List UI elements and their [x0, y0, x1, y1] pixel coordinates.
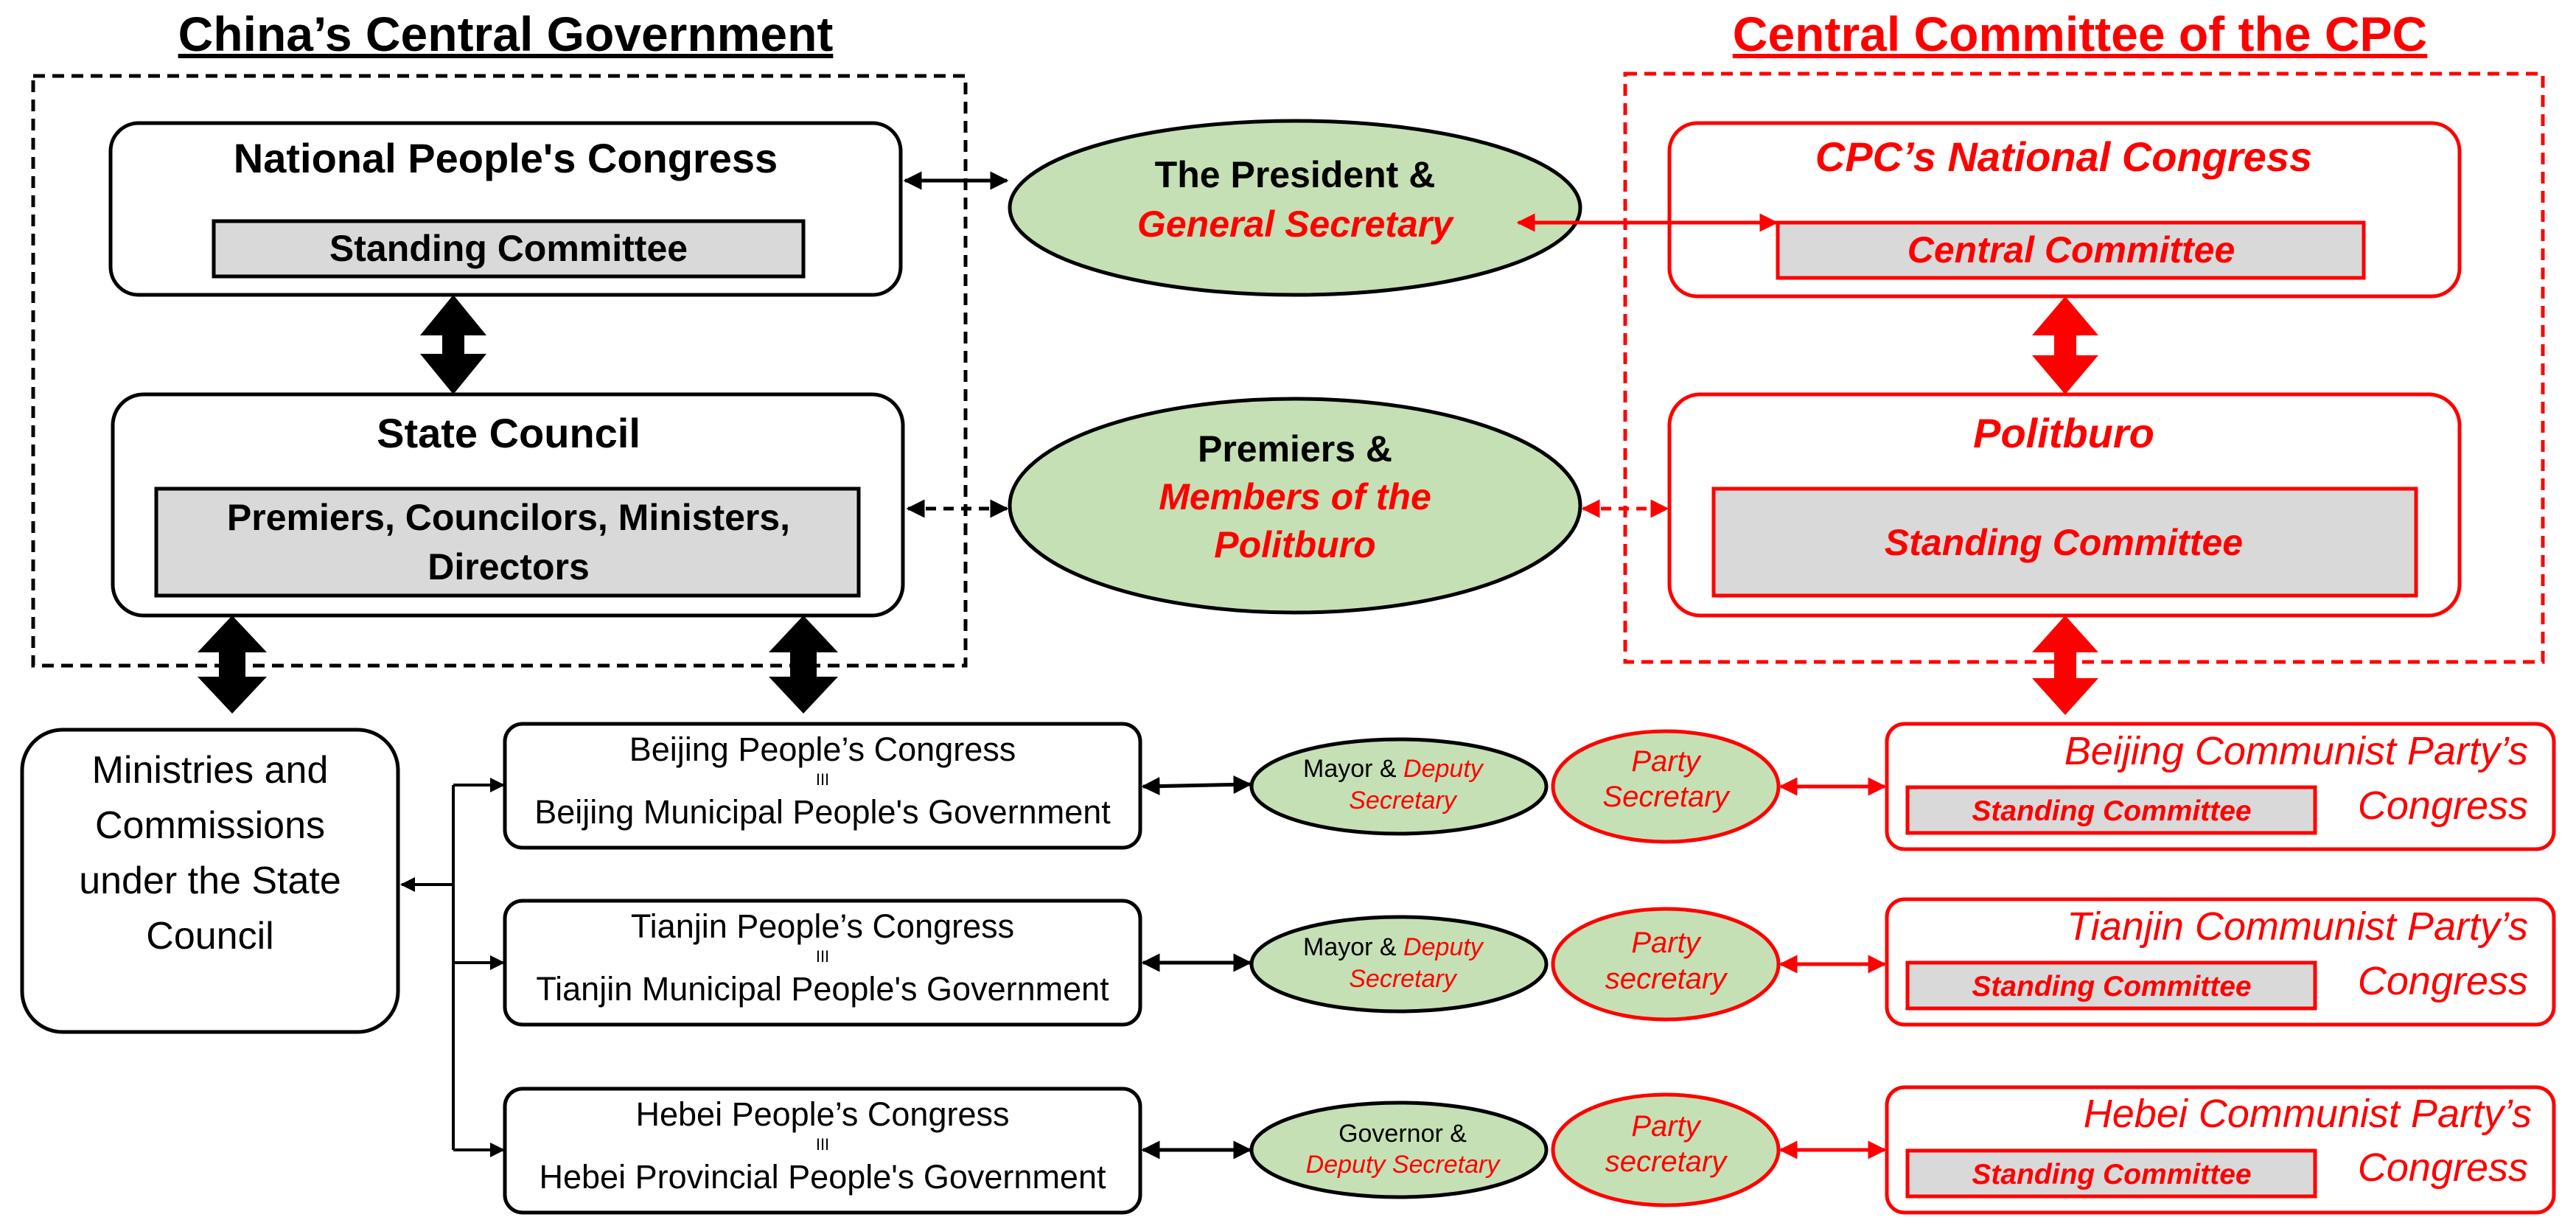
npc-standing-box: [212, 219, 806, 279]
hebei-congress-label: Hebei People’s Congress: [635, 1095, 1010, 1133]
ministries-box: [20, 728, 400, 1034]
state-council-members-line1: Premiers, Councilors, Ministers,: [226, 497, 791, 538]
npc-title: National People's Congress: [233, 135, 778, 181]
cpc-title: Central Committee of the CPC: [1732, 7, 2428, 61]
tianjin-gov-box: [503, 899, 1142, 1027]
state-council-ministries-arrow: [198, 616, 267, 714]
beijing-leader-line1: Mayor & Deputy: [1303, 755, 1483, 783]
hebei-cpc-line2: Congress: [2357, 1145, 2528, 1190]
equiv-mark: III: [815, 770, 830, 789]
tianjin-cpc-standing-box: [1905, 960, 2317, 1011]
hebei-party-ellipse: [1551, 1092, 1781, 1207]
central-government-title: China’s Central Government: [178, 7, 834, 61]
tianjin-leader-line1: Mayor & Deputy: [1303, 933, 1483, 961]
tianjin-leader-line2: Secretary: [1349, 965, 1456, 993]
beijing-cpc-standing-box: [1905, 785, 2317, 835]
premiers-ellipse: [1008, 397, 1582, 615]
beijing-cpc-standing-label: Standing Committee: [1972, 795, 2252, 827]
state-council-members-line2: Directors: [427, 546, 590, 587]
president-label: The President &: [1154, 154, 1436, 195]
beijing-government-label: Beijing Municipal People's Government: [534, 793, 1111, 831]
hebei-leader-line1: Governor &: [1338, 1120, 1467, 1148]
state-council-provinces-arrow: [769, 616, 838, 714]
premiers-label: Premiers &: [1197, 428, 1393, 470]
politburo-provinces-arrow: [2032, 616, 2098, 715]
npc-state-council-arrow: [420, 295, 486, 394]
hebei-gov-box: [503, 1087, 1142, 1215]
tianjin-party-ellipse: [1551, 907, 1781, 1022]
ministries-line3: under the State: [79, 859, 341, 902]
hebei-leader-line2: Deputy Secretary: [1305, 1151, 1500, 1179]
state-council-members-box: [154, 487, 861, 598]
tianjin-party-line2: secretary: [1605, 963, 1727, 995]
npc-standing-label: Standing Committee: [329, 228, 688, 269]
tianjin-cpc-line2: Congress: [2357, 959, 2528, 1003]
politburo-title: Politburo: [1973, 410, 2154, 456]
beijing-leader-line2: Secretary: [1349, 787, 1456, 815]
beijing-party-ellipse: [1551, 729, 1781, 844]
hebei-cpc-standing-label: Standing Committee: [1972, 1159, 2252, 1190]
central-committee-label: Central Committee: [1907, 229, 2235, 271]
cpc-frame: [1623, 72, 2545, 664]
cpc-congress-title: CPC’s National Congress: [1815, 133, 2313, 180]
beijing-party-line1: Party: [1631, 745, 1700, 778]
beijing-cpc-line1: Beijing Communist Party’s: [2064, 729, 2528, 773]
president-ellipse: [1008, 119, 1582, 297]
tianjin-government-label: Tianjin Municipal People's Government: [536, 970, 1109, 1008]
tianjin-cpc-standing-label: Standing Committee: [1972, 971, 2252, 1002]
hebei-cpc-line1: Hebei Communist Party’s: [2083, 1092, 2532, 1136]
beijing-gov-box: [503, 722, 1142, 850]
ministries-line1: Ministries and: [91, 749, 329, 792]
central-government-frame: [31, 74, 968, 668]
hebei-party-line1: Party: [1631, 1110, 1700, 1143]
congress-politburo-arrow: [2032, 296, 2098, 394]
state-council-title: State Council: [377, 410, 640, 456]
hebei-government-label: Hebei Provincial People's Government: [539, 1158, 1106, 1196]
equiv-mark: III: [815, 1135, 830, 1154]
politburo-members-line1: Members of the: [1159, 476, 1431, 517]
equiv-mark: III: [815, 947, 830, 966]
ministries-line2: Commissions: [94, 804, 326, 847]
beijing-congress-label: Beijing People’s Congress: [629, 730, 1016, 768]
tianjin-congress-label: Tianjin People’s Congress: [630, 907, 1015, 945]
politburo-standing-box: [1711, 487, 2418, 598]
politburo-standing-label: Standing Committee: [1884, 522, 2244, 563]
politburo-members-line2: Politburo: [1214, 524, 1376, 565]
ministries-line4: Council: [146, 915, 274, 958]
hebei-party-line2: secretary: [1605, 1145, 1727, 1178]
hebei-cpc-standing-box: [1905, 1148, 2317, 1199]
tianjin-party-line1: Party: [1631, 927, 1700, 959]
tianjin-cpc-line1: Tianjin Communist Party’s: [2067, 904, 2528, 949]
central-committee-box: [1776, 220, 2366, 280]
beijing-party-line2: Secretary: [1602, 781, 1729, 813]
general-secretary-label: General Secretary: [1137, 203, 1453, 245]
beijing-cpc-line2: Congress: [2357, 784, 2528, 828]
